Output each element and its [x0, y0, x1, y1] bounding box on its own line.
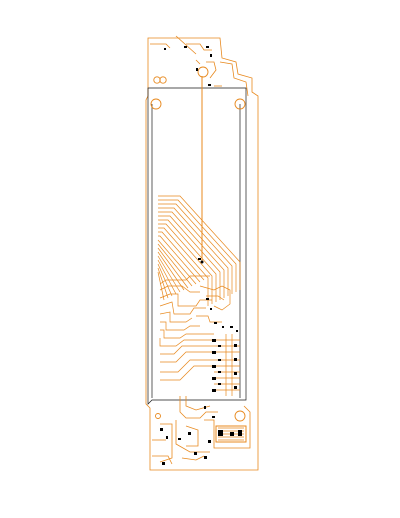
mounting-hole-icon [155, 413, 161, 419]
top-components [164, 46, 212, 86]
board-outline [145, 35, 259, 471]
mounting-hole-icon [234, 98, 246, 110]
via [200, 260, 204, 264]
controller-routing [159, 275, 231, 381]
bottom-connector-block [215, 425, 247, 443]
display-frame [147, 87, 247, 405]
fanout-bus [157, 195, 241, 306]
mounting-holes [150, 66, 246, 422]
mounting-hole-icon [234, 410, 246, 422]
mounting-hole-icon [150, 98, 162, 110]
mounting-hole-icon [159, 76, 167, 84]
mounting-hole-icon [153, 76, 161, 84]
top-connector-traces [150, 43, 222, 87]
bottom-section-traces [152, 396, 251, 465]
controller-pads [198, 258, 238, 332]
bottom-components [160, 406, 215, 465]
mounting-hole-icon [197, 66, 209, 78]
smd-component-column [212, 334, 240, 396]
